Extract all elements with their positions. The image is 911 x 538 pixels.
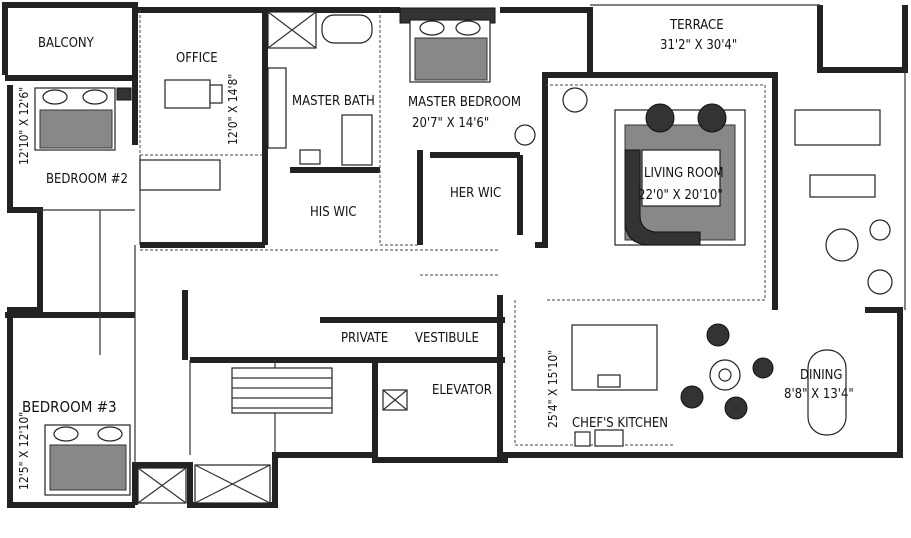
office-desk: [139, 79, 223, 191]
vestibule-label: VESTIBULE: [415, 331, 479, 346]
master-bath-label: MASTER BATH: [292, 94, 375, 109]
master-bedroom-dimension: 20'7" X 14'6": [412, 116, 489, 131]
balcony-label: BALCONY: [38, 36, 95, 51]
bedroom3-dimension: 12'5" X 12'10": [17, 412, 31, 490]
bed-bedroom2: [34, 87, 132, 151]
dining-table: [680, 323, 847, 436]
private-label: PRIVATE: [341, 331, 388, 346]
dining-label: DINING: [800, 368, 842, 383]
bedroom2-dimension: 12'10" X 12'6": [17, 87, 31, 165]
dining-dimension: 8'8" X 13'4": [784, 387, 854, 402]
living-room-label: LIVING ROOM: [644, 166, 724, 181]
bed-master: [399, 7, 496, 83]
labels: BALCONY OFFICE 12'0" X 14'8" MASTER BATH…: [17, 18, 854, 490]
living-room-sofa: [614, 103, 746, 246]
bed-bedroom3: [44, 424, 131, 496]
living-room-dimension: 22'0" X 20'10": [638, 188, 723, 203]
bedroom3-label: BEDROOM #3: [22, 398, 117, 416]
master-bath-fixtures: [267, 11, 373, 166]
office-label: OFFICE: [176, 51, 218, 66]
bedroom3-closets: [137, 464, 271, 504]
terrace-label: TERRACE: [669, 18, 724, 33]
stairs: [231, 367, 408, 414]
kitchen-island: [571, 324, 658, 447]
interior-walls: [5, 10, 523, 465]
elevator-label: ELEVATOR: [432, 383, 492, 398]
his-wic-label: HIS WIC: [310, 205, 357, 220]
chefs-kitchen-label: CHEF'S KITCHEN: [572, 416, 668, 431]
terrace-dimension: 31'2" X 30'4": [660, 38, 737, 53]
kitchen-dimension: 25'4" X 15'10": [546, 350, 560, 428]
master-bedroom-label: MASTER BEDROOM: [408, 95, 521, 110]
her-wic-label: HER WIC: [450, 186, 501, 201]
terrace-furniture: [514, 87, 893, 295]
bedroom2-label: BEDROOM #2: [46, 172, 128, 187]
office-dimension: 12'0" X 14'8": [226, 74, 240, 145]
